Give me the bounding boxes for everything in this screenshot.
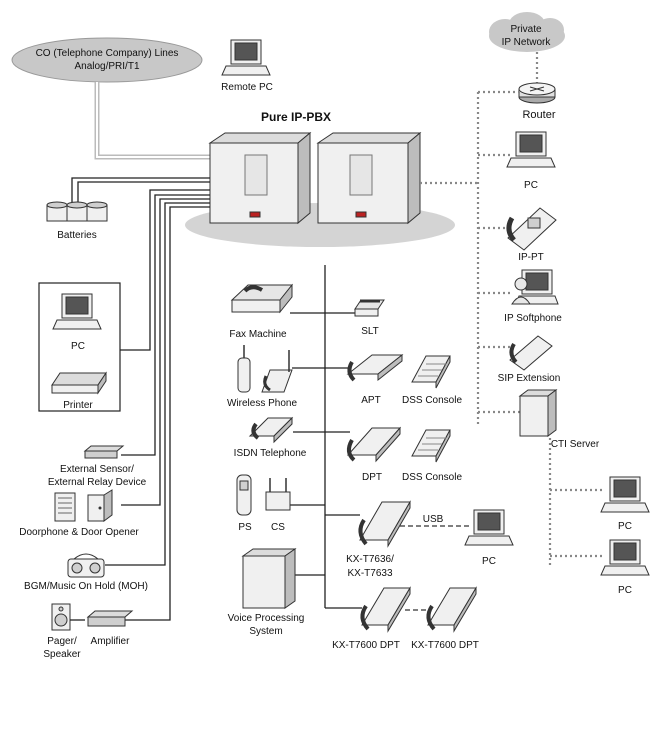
pc-cti-2-icon [600,539,650,576]
cs-label: CS [271,522,285,533]
door-opener-icon [87,489,113,522]
vps-sublabel: System [249,626,282,637]
batteries-label: Batteries [57,230,96,241]
cti-lan [548,438,605,568]
doorphone-label: Doorphone & Door Opener [19,527,139,538]
dpt-phone-icon [346,426,402,463]
wireless-phone-label: Wireless Phone [227,398,297,409]
dss-console-2-label: DSS Console [402,472,462,483]
dss-console-2-icon [411,429,451,463]
wireless-phone-icon [237,345,293,393]
printer-icon [51,371,107,395]
speaker-icon [51,603,71,631]
kx-t7600-dpt-2-icon [426,586,477,633]
kx-t7600-dpt-1-icon [360,586,411,633]
cloud-label: Private [510,24,542,35]
ip-softphone-icon [511,269,559,305]
apt-label: APT [361,395,380,406]
co-trunk-line [94,82,210,160]
co-lines-sublabel: Analog/PRI/T1 [74,61,139,72]
ps-handset-icon [236,474,252,516]
pc-usb-icon [464,509,514,546]
pc-left-icon [52,293,102,330]
bgm-player-icon [67,553,105,578]
private-ip-network-cloud: Private IP Network [489,12,565,52]
bgm-label: BGM/Music On Hold (MOH) [24,581,148,592]
ip-pt-phone-icon [506,207,557,251]
pc-cti-1-label: PC [618,521,632,532]
pc-right-icon [506,131,556,168]
isdn-telephone-icon [248,416,294,444]
kx-t7600-dpt-1-label: KX-T7600 DPT [332,640,400,651]
pc-printer-box [38,282,121,412]
remote-pc-icon [221,39,271,76]
vps-label: Voice Processing [228,613,305,624]
kx-t7600-dpt-2-label: KX-T7600 DPT [411,640,479,651]
pc-cti-1-icon [600,476,650,513]
slt-label: SLT [361,326,379,337]
external-relay-label: External Relay Device [48,477,147,488]
pbx-title: Pure IP-PBX [261,110,331,124]
pager-label: Pager/ [47,636,77,647]
battery-line [71,177,210,205]
kx-t7633-label: KX-T7633 [347,568,392,579]
cti-server-icon [518,389,558,437]
cloud-sublabel: IP Network [502,37,552,48]
voice-processing-system-icon [241,548,297,609]
sip-extension-label: SIP Extension [498,373,561,384]
router-label: Router [522,109,555,121]
ip-pt-label: IP-PT [518,252,544,263]
kx-t7636-label: KX-T7636/ [346,554,394,565]
kx-t7636-phone-icon [358,500,411,548]
amplifier-label: Amplifier [91,636,131,647]
sip-extension-phone-icon [509,335,553,371]
isdn-telephone-label: ISDN Telephone [234,448,307,459]
slt-phone-icon [354,299,385,317]
cs-base-station-icon [265,478,291,511]
cti-server-label: CTI Server [551,439,600,450]
co-lines-cloud: CO (Telephone Company) Lines Analog/PRI/… [11,37,203,83]
ps-label: PS [238,522,252,533]
pc-usb-label: PC [482,556,496,567]
ip-softphone-label: IP Softphone [504,313,562,324]
batteries-icon [46,201,108,222]
dpt-label: DPT [362,472,382,483]
pbx-cabinet-2 [316,131,422,225]
external-sensor-icon [83,445,125,459]
pc-left-label: PC [71,341,85,352]
dss-console-1-icon [411,355,451,389]
doorphone-icon [54,492,76,522]
speaker-label: Speaker [43,649,81,660]
router-icon [518,82,556,104]
amplifier-icon [86,610,134,627]
fax-machine-icon [230,283,294,314]
fax-label: Fax Machine [229,329,287,340]
external-sensor-label: External Sensor/ [60,464,134,475]
pbx-cabinet-1 [208,131,312,225]
co-lines-label: CO (Telephone Company) Lines [36,48,179,59]
pc-right-label: PC [524,180,538,191]
dss-console-1-label: DSS Console [402,395,462,406]
pc-cti-2-label: PC [618,585,632,596]
remote-pc-label: Remote PC [221,82,273,93]
apt-phone-icon [346,353,404,382]
usb-label: USB [423,514,444,525]
printer-label: Printer [63,400,93,411]
